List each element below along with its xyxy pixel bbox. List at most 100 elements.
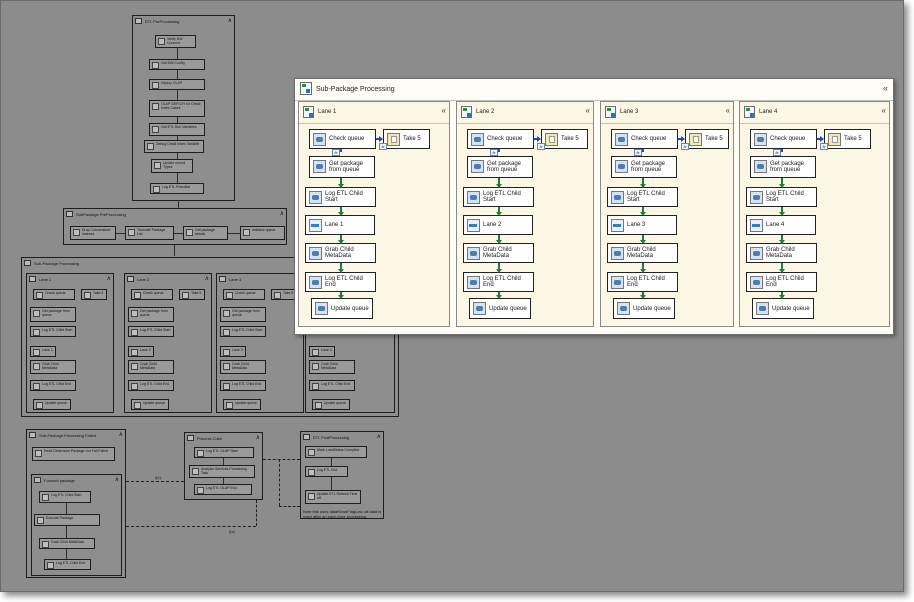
task-pre-7[interactable]: Log ETL PreroBat — [150, 183, 204, 194]
bg-task[interactable]: Log ETL Child End — [30, 380, 76, 391]
log-etl-child-end-task[interactable]: Log ETL Child End — [746, 272, 817, 292]
log-etl-child-end-task[interactable]: Log ETL Child End — [607, 272, 678, 292]
grab-child-metadata-task[interactable]: Grab Child MetaData — [746, 243, 817, 263]
bg-lane-1[interactable]: Lane 1 ∧ Check queue Take 5 Get package from… — [26, 273, 114, 413]
task-subpre-3[interactable]: Initialize queue — [240, 226, 285, 240]
bg-task[interactable]: Update queue — [312, 399, 350, 410]
bg-task[interactable]: Take 5 — [81, 289, 107, 300]
grab-child-metadata-task[interactable]: Grab Child MetaData — [305, 243, 376, 263]
bg-task[interactable]: Grab Child MetaData — [220, 360, 266, 374]
check-queue-task[interactable]: Check queue — [467, 129, 534, 149]
bg-task[interactable]: Update queue — [131, 399, 169, 410]
collapse-chevron-icon[interactable]: « — [882, 83, 888, 93]
task-failed-3[interactable]: Log ETL Child End — [44, 559, 91, 570]
execute-lane-task[interactable]: Lane 1 — [305, 215, 375, 235]
execute-lane-task[interactable]: Lane 3 — [607, 215, 677, 235]
container-process-cube[interactable]: Process Cube∧ Log ETL OLAP Start Analysi… — [184, 432, 263, 500]
lane-2[interactable]: Lane 2 « Check queue Take 5 Get package … — [456, 101, 594, 327]
task-subpre-1[interactable]: Truncate Package List — [125, 226, 174, 240]
collapse-chevron-icon[interactable]: « — [441, 106, 446, 115]
take-5-task[interactable]: Take 5 — [541, 129, 588, 149]
subpackage-processing-zoomed-container[interactable]: Sub-Package Processing « Lane 1 « Check … — [294, 78, 894, 335]
log-etl-child-start-task[interactable]: Log ETL Child Start — [463, 187, 534, 207]
execute-lane-task[interactable]: Lane 4 — [746, 215, 816, 235]
task-cube-0[interactable]: Log ETL OLAP Start — [194, 447, 254, 458]
bg-task[interactable]: Get package from queue — [128, 307, 174, 322]
collapse-icon[interactable]: ∧ — [376, 434, 381, 440]
bg-task[interactable]: Log ETL Child End — [309, 380, 355, 391]
task-cube-2[interactable]: Log ETL OLAP End — [194, 484, 252, 495]
container-subpackage-preprocessing[interactable]: SubPackage PreProcessing∧ Drop Columnsto… — [63, 208, 287, 245]
task-failed-read[interactable]: Read Dimension Package List Fail Failed — [32, 447, 115, 461]
log-etl-child-start-task[interactable]: Log ETL Child Start — [607, 187, 678, 207]
bg-task[interactable]: Lane 4 — [309, 346, 335, 357]
bg-task[interactable]: Grab Child MetaData — [128, 360, 174, 374]
task-post-1[interactable]: Log ETL End — [305, 466, 348, 477]
task-failed-2[interactable]: Grab Child MetaData — [39, 538, 95, 549]
lane-3[interactable]: Lane 3 « Check queue Take 5 Get package … — [600, 101, 734, 327]
task-pre-6[interactable]: Update record Types — [151, 159, 193, 173]
task-post-0[interactable]: Mark LoadStatus Complete — [305, 446, 367, 458]
take-5-task[interactable]: Take 5 — [383, 129, 430, 149]
check-queue-task[interactable]: Check queue — [611, 129, 678, 149]
bg-task[interactable]: Log ETL Child End — [128, 380, 174, 391]
task-pre-0[interactable]: Verify DW Connect — [155, 35, 196, 48]
update-queue-task[interactable]: Update queue — [752, 298, 814, 319]
bg-task[interactable]: Log ETL Child Start — [30, 326, 76, 337]
get-package-task[interactable]: Get package from queue — [750, 156, 816, 178]
task-pre-5[interactable]: Debug Detail Index Variable — [144, 140, 204, 153]
bg-task[interactable]: Update queue — [33, 399, 71, 410]
bg-task[interactable]: Lane 3 — [220, 346, 246, 357]
log-etl-child-start-task[interactable]: Log ETL Child Start — [305, 187, 376, 207]
bg-task[interactable]: Check queue — [131, 289, 173, 300]
update-queue-task[interactable]: Update queue — [469, 298, 531, 319]
log-etl-child-end-task[interactable]: Log ETL Child End — [463, 272, 534, 292]
update-queue-task[interactable]: Update queue — [613, 298, 675, 319]
bg-task[interactable]: Take 5 — [179, 289, 205, 300]
bg-task[interactable]: Get package from queue — [30, 307, 76, 322]
get-package-task[interactable]: Get package from queue — [611, 156, 677, 178]
task-pre-3[interactable]: OLAP DEPLOY for Detail Index Cases — [149, 100, 205, 117]
container-subpackage-failed[interactable]: Sub-Package Processing Failed∧ Read Dime… — [26, 429, 126, 578]
take-5-task[interactable]: Take 5 — [824, 129, 871, 149]
task-pre-1[interactable]: Get DW Config — [149, 59, 205, 70]
task-post-2[interactable]: Update ETL Refresh Time off — [305, 490, 361, 504]
container-etl-preprocessing[interactable]: ETL PreProcessing∧ Verify DW Connect Get… — [132, 15, 235, 201]
collapse-icon[interactable]: ∧ — [118, 432, 123, 438]
task-subpre-0[interactable]: Drop Columnstore Indexes — [70, 226, 116, 240]
execute-lane-task[interactable]: Lane 2 — [463, 215, 533, 235]
collapse-chevron-icon[interactable]: « — [725, 106, 730, 115]
container-etl-postprocessing[interactable]: ETL PostProcessing∧ Mark LoadStatus Comp… — [300, 431, 384, 519]
take-5-task[interactable]: Take 5 — [685, 129, 729, 149]
bg-task[interactable]: Log ETL Child Start — [128, 326, 174, 337]
get-package-task[interactable]: Get package from queue — [309, 156, 375, 178]
check-queue-task[interactable]: Check queue — [750, 129, 817, 149]
collapse-chevron-icon[interactable]: « — [585, 106, 590, 115]
task-cube-1[interactable]: Analysis Services Processing Task — [189, 465, 255, 478]
task-pre-2[interactable]: Deploy OLAP — [149, 79, 205, 90]
collapse-icon[interactable]: ∧ — [255, 435, 260, 441]
bg-task[interactable]: Grab Child MetaData — [309, 360, 355, 374]
bg-task[interactable]: Get package from queue — [220, 307, 266, 322]
lane-4[interactable]: Lane 4 « Check queue Take 5 Get package … — [739, 101, 890, 327]
grab-child-metadata-task[interactable]: Grab Child MetaData — [463, 243, 534, 263]
collapse-icon[interactable]: ∧ — [227, 18, 232, 24]
task-pre-4[interactable]: Get ETL Run Variables — [149, 123, 205, 136]
log-etl-child-end-task[interactable]: Log ETL Child End — [305, 272, 376, 292]
lane-1[interactable]: Lane 1 « Check queue Take 5 Get package … — [298, 101, 450, 327]
get-package-task[interactable]: Get package from queue — [467, 156, 533, 178]
bg-task[interactable]: Log ETL Child Start — [220, 326, 266, 337]
bg-task[interactable]: Grab Child MetaData — [30, 360, 76, 374]
task-subpre-2[interactable]: Get package details — [183, 226, 228, 240]
grab-child-metadata-task[interactable]: Grab Child MetaData — [607, 243, 678, 263]
bg-task[interactable]: Check queue — [223, 289, 265, 300]
task-failed-1[interactable]: Execute Package — [34, 514, 100, 526]
task-failed-0[interactable]: Log ETL Child Start — [39, 491, 91, 503]
bg-task[interactable]: Lane 1 — [30, 346, 56, 357]
collapse-icon[interactable]: ∧ — [204, 276, 209, 282]
update-queue-task[interactable]: Update queue — [311, 298, 373, 319]
bg-task[interactable]: Check queue — [33, 289, 75, 300]
collapse-icon[interactable]: ∧ — [106, 276, 111, 282]
